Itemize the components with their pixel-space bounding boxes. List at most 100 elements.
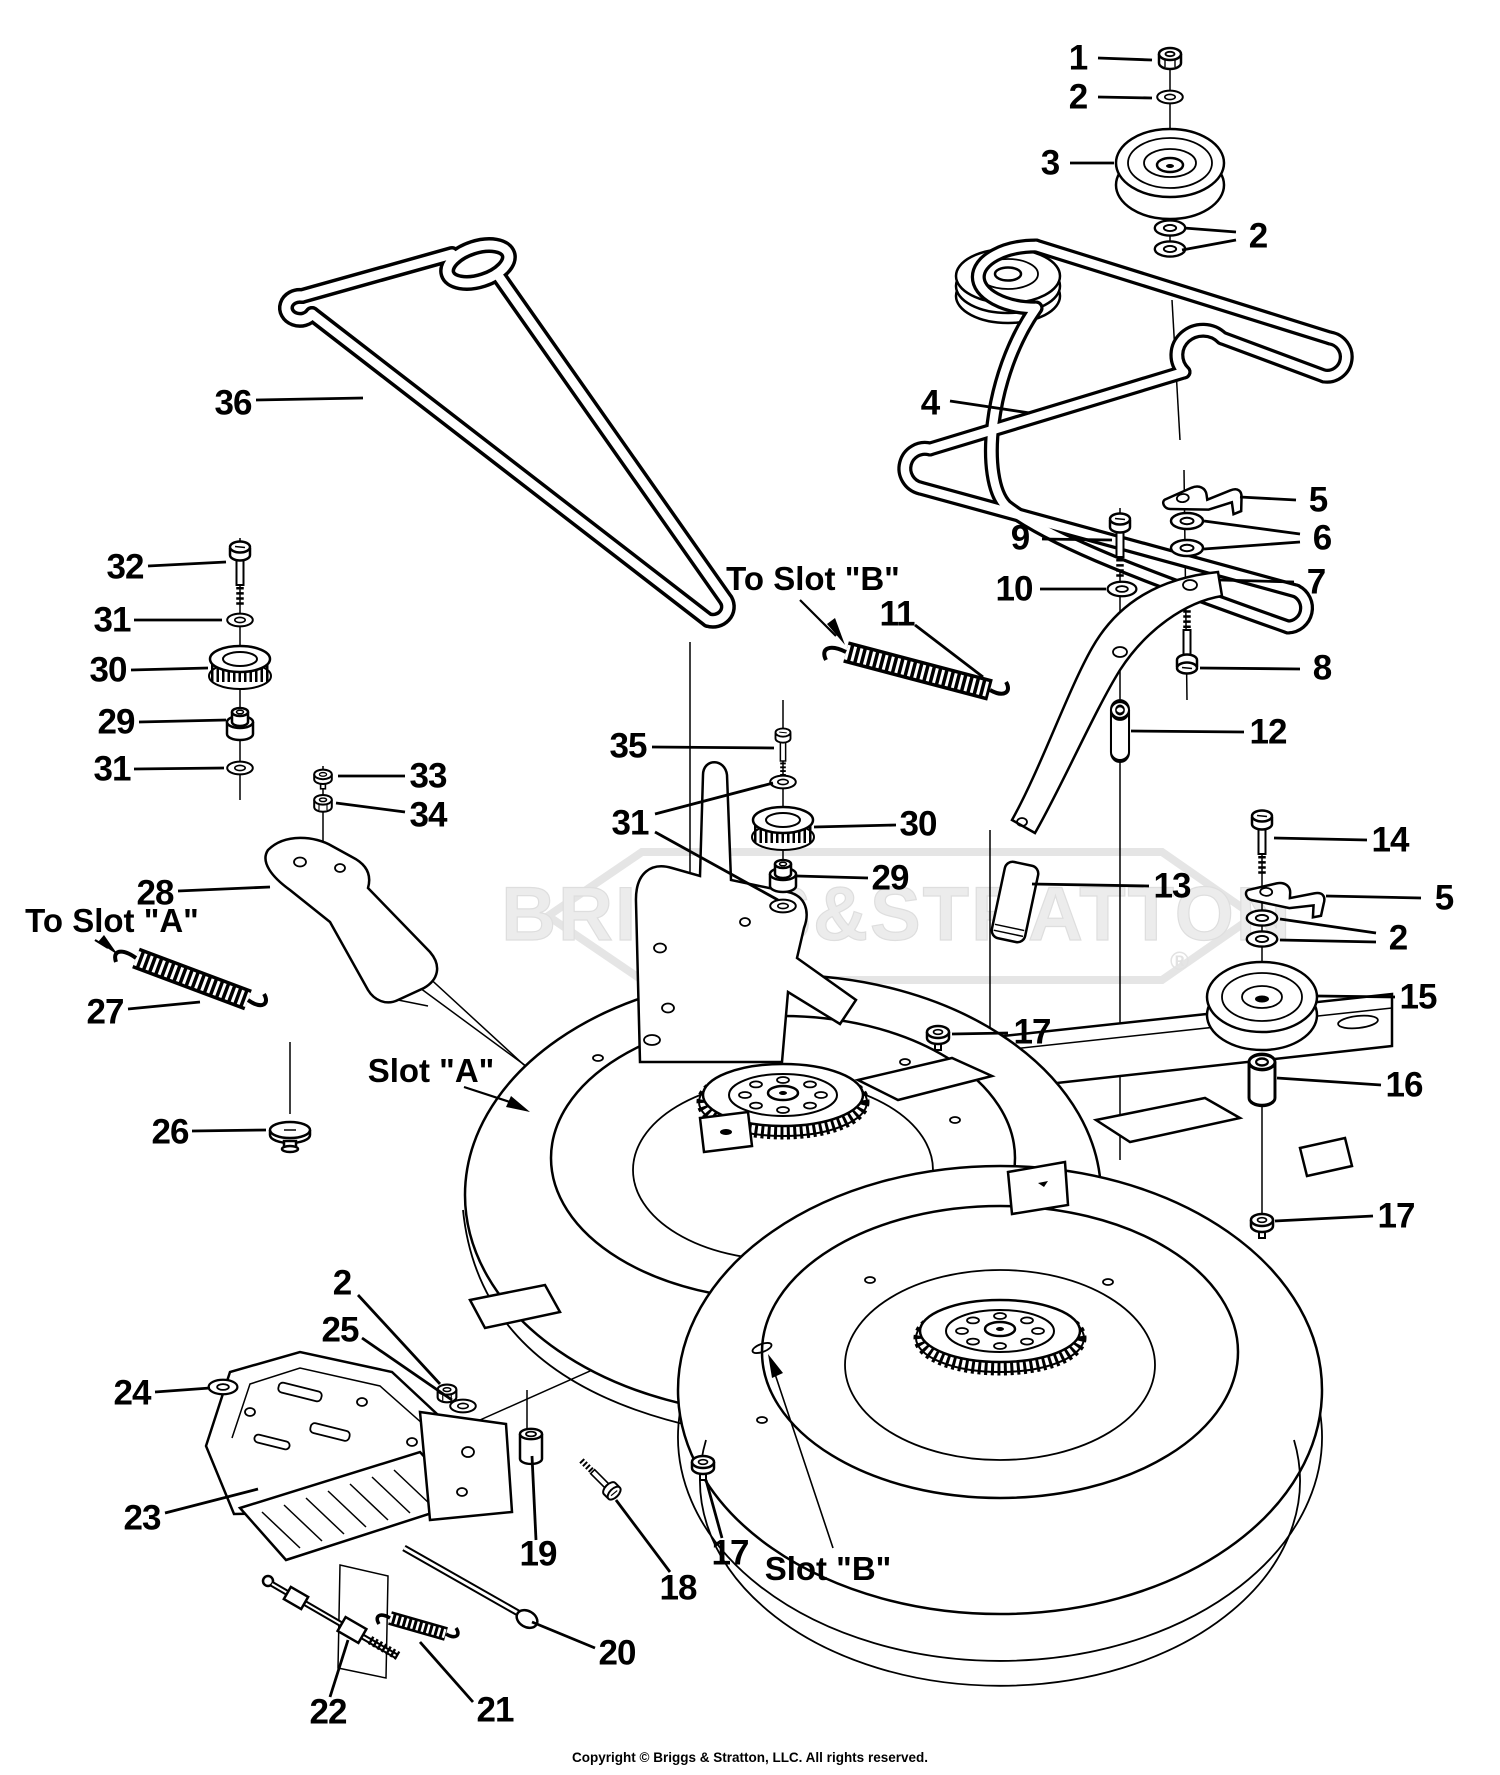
washer-31-a — [226, 612, 254, 628]
callout-leader-line-6 — [1203, 540, 1301, 551]
callout-number-10: 10 — [996, 570, 1033, 609]
to-slot-b-label: To Slot "B" — [726, 560, 900, 597]
callout-number-31: 31 — [94, 601, 131, 640]
callout-leader-line-31 — [133, 766, 225, 771]
front-hanger-assembly — [204, 1350, 716, 1679]
callout-number-9: 9 — [1011, 519, 1030, 558]
callout-number-31: 31 — [94, 750, 131, 789]
callout-number-30: 30 — [900, 805, 937, 844]
washer-31-mid-b — [769, 898, 797, 914]
washer-10 — [1106, 580, 1138, 598]
callout-leader-line-32 — [147, 560, 227, 568]
deck-right-skirt — [677, 1411, 1323, 1662]
callout-leader-line-6 — [1203, 519, 1301, 536]
callout-number-20: 20 — [599, 1634, 636, 1673]
callout-leader-line-35 — [651, 745, 775, 750]
callout-leader-line-16 — [1276, 1076, 1382, 1087]
callout-leader-line-22 — [328, 1639, 350, 1698]
pulley-3 — [1114, 127, 1226, 221]
slot-a-label: Slot "A" — [368, 1052, 495, 1089]
slot-a-arrow-icon — [506, 1096, 530, 1112]
callout-number-7: 7 — [1307, 563, 1325, 602]
callout-number-11: 11 — [880, 595, 916, 634]
callout-leader-line-5 — [1325, 894, 1422, 900]
callout-number-33: 33 — [410, 757, 447, 796]
callout-leader-line-30 — [130, 666, 209, 672]
deck-right-bracket-box — [1006, 1160, 1070, 1216]
callout-leader-line-21 — [418, 1641, 475, 1703]
briggs-stratton-watermark: BRIGGS&STRATTON ® — [501, 848, 1292, 984]
callout-number-29: 29 — [872, 859, 909, 898]
callout-leader-line-17 — [704, 1479, 724, 1539]
spring-27 — [113, 947, 268, 1011]
spacer-12 — [1111, 701, 1129, 761]
callout-number-32: 32 — [107, 548, 144, 587]
callout-leader-line-15 — [1317, 994, 1396, 999]
callout-leader-line-2 — [1279, 917, 1377, 935]
callout-number-2: 2 — [1389, 919, 1408, 958]
spring-11 — [822, 641, 1010, 701]
callout-number-1: 1 — [1069, 39, 1088, 78]
nut-1 — [1157, 46, 1183, 71]
callout-leader-line-2 — [1097, 95, 1153, 100]
callout-leader-line-34 — [335, 801, 406, 814]
idler-arm-cluster — [822, 479, 1246, 944]
to-slot-a-label: To Slot "A" — [25, 902, 199, 939]
callout-leader-line-27 — [127, 1000, 201, 1011]
washer-24 — [207, 1378, 239, 1396]
watermark-text: BRIGGS&STRATTON — [501, 872, 1292, 957]
callout-number-17: 17 — [712, 1534, 749, 1573]
callout-number-31: 31 — [612, 804, 649, 843]
callout-leader-line-28 — [177, 885, 271, 893]
guide-plate-outline — [337, 1564, 389, 1679]
mower-deck-drawing — [462, 973, 1394, 1687]
right-idler-stack — [1205, 811, 1327, 1240]
callout-number-35: 35 — [610, 727, 647, 766]
callout-leader-line-26 — [191, 1128, 267, 1133]
to-slot-b-arrow-icon — [827, 618, 845, 645]
deck-left-skirt — [462, 1209, 701, 1429]
top-right-stack — [1114, 46, 1226, 258]
callout-number-24: 24 — [114, 1374, 152, 1413]
washer-2-top — [1156, 89, 1184, 105]
callout-number-34: 34 — [410, 796, 448, 835]
nut-34 — [313, 793, 333, 813]
callout-number-36: 36 — [215, 384, 252, 423]
idler-pulley-15 — [1205, 960, 1319, 1052]
callout-number-6: 6 — [1313, 519, 1332, 558]
callout-number-25: 25 — [322, 1311, 359, 1350]
callout-number-26: 26 — [152, 1113, 189, 1152]
bolt-17-right — [1249, 1212, 1275, 1240]
screw-33 — [313, 768, 333, 790]
bolt-8 — [1177, 610, 1197, 674]
callout-number-5: 5 — [1435, 879, 1454, 918]
callout-leader-line-9 — [1041, 537, 1113, 542]
to-slot-a-arrow-icon — [98, 935, 118, 955]
washer-31-b — [226, 760, 254, 776]
callout-leader-line-30 — [813, 823, 897, 829]
callout-leader-line-36 — [255, 396, 364, 402]
callout-number-12: 12 — [1250, 713, 1287, 752]
callout-number-17: 17 — [1014, 1013, 1051, 1052]
slot-b-label: Slot "B" — [765, 1550, 892, 1587]
callout-leader-line-7 — [1219, 578, 1295, 584]
callout-number-15: 15 — [1400, 978, 1437, 1017]
callout-number-23: 23 — [124, 1499, 161, 1538]
callout-leader-line-8 — [1199, 666, 1301, 671]
callout-number-19: 19 — [520, 1535, 557, 1574]
callout-leader-line-29 — [796, 874, 869, 880]
callout-leader-line-12 — [1130, 729, 1245, 734]
right-spindle-pulley — [916, 1300, 1084, 1372]
deck-support-bracket — [634, 761, 858, 1064]
washer-31-mid-a — [769, 774, 797, 790]
callout-leader-line-2 — [356, 1294, 442, 1385]
callout-leader-line-18 — [614, 1499, 672, 1573]
callout-leader-line-31 — [654, 781, 774, 816]
callout-leader-line-14 — [1273, 836, 1368, 842]
callout-number-3: 3 — [1041, 144, 1060, 183]
plug-26 — [268, 1120, 312, 1154]
hanger-bracket-23-right-plate — [418, 1410, 514, 1522]
